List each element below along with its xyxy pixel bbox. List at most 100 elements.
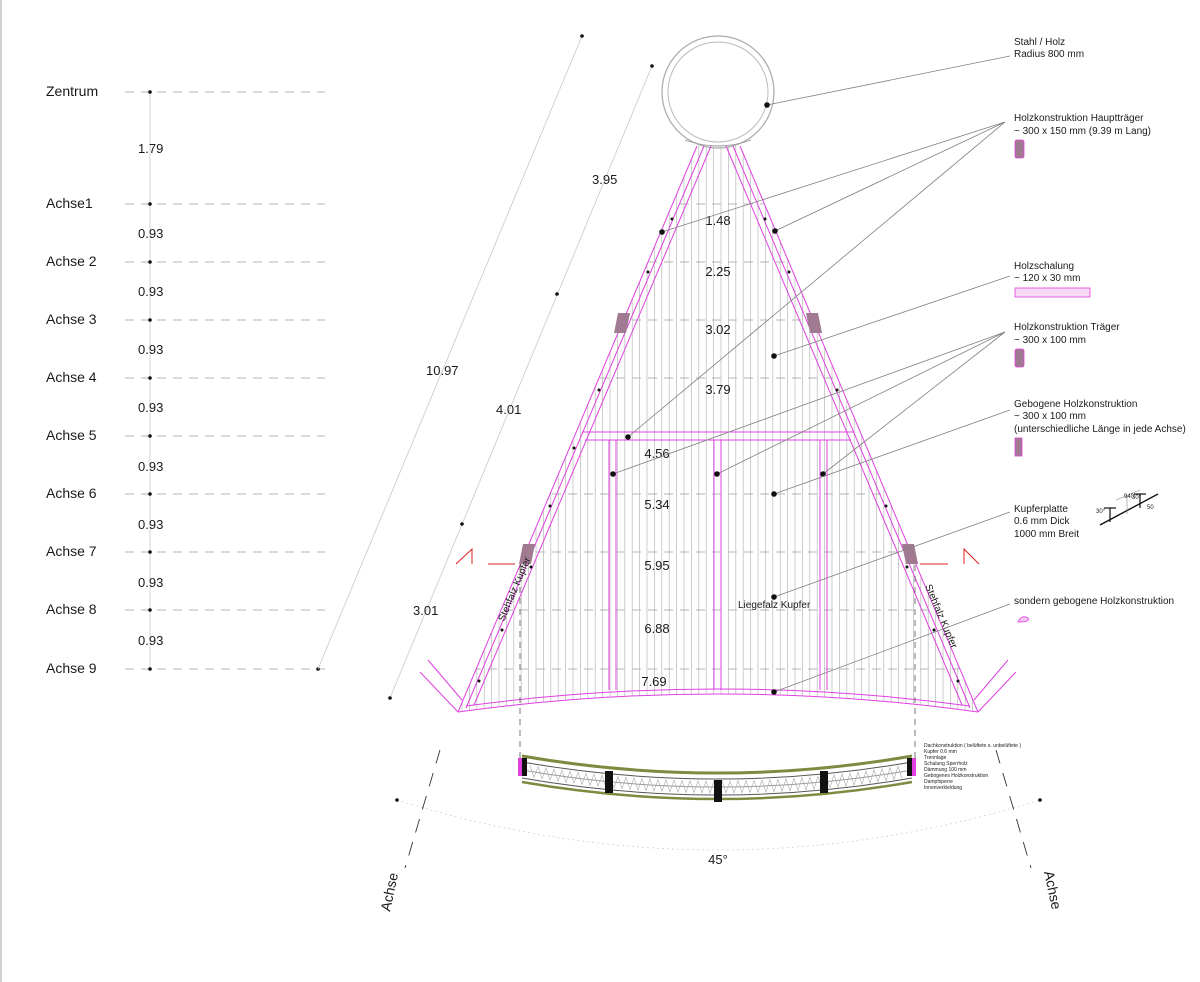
edge-dot (932, 628, 936, 632)
annotations: Stahl / Holz Radius 800 mm Holzkonstrukt… (1014, 37, 1186, 623)
leader-dot (610, 471, 616, 477)
edge-dot (646, 270, 650, 274)
seam-detail: 940 50 30° 30° (1096, 489, 1159, 526)
haupttraeger-symbol (1014, 139, 1025, 159)
beam-joint (614, 313, 630, 333)
achse-line-right (995, 749, 1032, 869)
edge-dot (597, 388, 601, 392)
axis-dot (148, 202, 152, 206)
axis-spacing: 0.93 (138, 284, 163, 299)
edge-dot (905, 565, 909, 569)
axis-spacing: 0.93 (138, 459, 163, 474)
section-rib (714, 780, 722, 802)
annotation-kupfer-line: Kupferplatte (1014, 504, 1068, 515)
seam-detail-angle: 30° (1132, 495, 1142, 501)
edge-dot (835, 388, 839, 392)
dim-dot (460, 522, 464, 526)
timber-post-right (819, 440, 828, 690)
ring-inner (667, 41, 769, 143)
leader-traeger (822, 331, 1006, 475)
roof-section-detail: Dachkonstruktion ( belüftete o. unbelüft… (518, 743, 1021, 802)
axis-label-5: Achse 5 (46, 427, 97, 443)
angle-label: 45° (708, 852, 728, 867)
slope-dimensions: 10.97 3.95 4.01 3.01 (317, 34, 654, 700)
edge-dot (477, 679, 481, 683)
gebogen-symbol (1014, 437, 1023, 457)
leader-dot (771, 594, 777, 600)
edge-dot (956, 679, 960, 683)
annotation-haupttraeger-line: ~ 300 x 150 mm (9.39 m Lang) (1014, 126, 1151, 137)
seam-detail-width: 940 (1124, 494, 1135, 500)
axis-spacing: 0.93 (138, 575, 163, 590)
axis-schedule: Zentrum Achse1 Achse 2 Achse 3 Achse 4 A… (46, 83, 325, 676)
section-markers (455, 547, 980, 758)
angle-dot (1038, 798, 1042, 802)
annotation-sondern-line: sondern gebogene Holzkonstruktion (1014, 596, 1174, 607)
annotation-stahl-line: Stahl / Holz (1014, 37, 1065, 48)
width-label: 4.56 (644, 446, 669, 461)
axis-label-zentrum: Zentrum (46, 83, 98, 99)
bottom-curve-outer (457, 693, 979, 713)
seam-label-right: Stehfalz Kupfer (922, 583, 959, 651)
leader-sondern (773, 603, 1011, 693)
bottom-curve-inner (465, 688, 971, 707)
layer-legend-item: Dachkonstruktion ( belüftete o. unbelüft… (924, 743, 1021, 749)
main-beam-right-outer (739, 145, 979, 713)
leader-dot (659, 229, 665, 235)
ring-collar (684, 139, 752, 147)
timber-post-left (608, 440, 617, 690)
leader-gebogen (773, 409, 1011, 495)
annotation-schalung-line: Holzschalung (1014, 261, 1074, 272)
seam-detail-height: 50 (1147, 505, 1154, 511)
annotation-stahl-line: Radius 800 mm (1014, 49, 1084, 60)
leader-dot (820, 471, 826, 477)
layer-legend-item: Schalung Sperrholz (924, 761, 968, 767)
edge-overhang-right (973, 659, 1017, 713)
section-rib (518, 758, 527, 776)
layer-legend-item: Trennlage (924, 755, 947, 761)
traeger-symbol (1014, 348, 1025, 368)
axis-spacing: 0.93 (138, 633, 163, 648)
annotation-gebogen-line: Gebogene Holzkonstruktion (1014, 399, 1137, 410)
edge-dot (884, 504, 888, 508)
seam-label-center: Liegefalz Kupfer (738, 600, 811, 611)
angle-arc (396, 799, 1041, 851)
main-beam-left-outer (457, 145, 698, 713)
leader-traeger (716, 331, 1006, 475)
edge-dot (787, 270, 791, 274)
beam-joint (806, 313, 822, 333)
width-label: 5.34 (644, 497, 669, 512)
annotation-haupttraeger-line: Holzkonstruktion Hauptträger (1014, 113, 1144, 124)
layer-legend-item: Kupfer 0.6 mm (924, 749, 957, 755)
schalung-symbol (1014, 287, 1091, 298)
axis-dot (148, 608, 152, 612)
main-beam-left-inner (465, 145, 705, 709)
layer-legend-item: Gebogenes Holzkonstruktion (924, 773, 988, 779)
leader-dot (764, 102, 770, 108)
section-copper-layer (521, 754, 913, 775)
roof-segment: 1.48 2.25 3.02 3.79 4.56 5.34 5.95 6.88 … (419, 145, 1017, 713)
dim-upper-label: 3.95 (592, 172, 617, 187)
width-label: 7.69 (641, 674, 666, 689)
top-ring (661, 35, 775, 149)
copper-seams (461, 146, 973, 712)
annotation-gebogen-line: ~ 300 x 100 mm (1014, 411, 1086, 422)
section-rib (605, 771, 613, 793)
angle-indicator: 45° Achse Achse (377, 749, 1065, 913)
page-edge (0, 0, 2, 982)
beam-joint (519, 544, 535, 564)
dim-dot (650, 64, 654, 68)
leader-dot (771, 491, 777, 497)
annotation-kupfer-line: 0.6 mm Dick (1014, 516, 1071, 527)
dim-line-total (317, 35, 583, 670)
layer-legend-item: Innenverkleidung (924, 785, 962, 791)
axis-label-2: Achse 2 (46, 253, 97, 269)
layer-legend: Dachkonstruktion ( belüftete o. unbelüft… (924, 743, 1021, 791)
dim-line-segments (389, 65, 653, 699)
width-label: 2.25 (705, 264, 730, 279)
annotation-schalung-line: ~ 120 x 30 mm (1014, 273, 1080, 284)
axis-label-3: Achse 3 (46, 311, 97, 327)
edge-dot (529, 565, 533, 569)
axis-label-1: Achse1 (46, 195, 93, 211)
